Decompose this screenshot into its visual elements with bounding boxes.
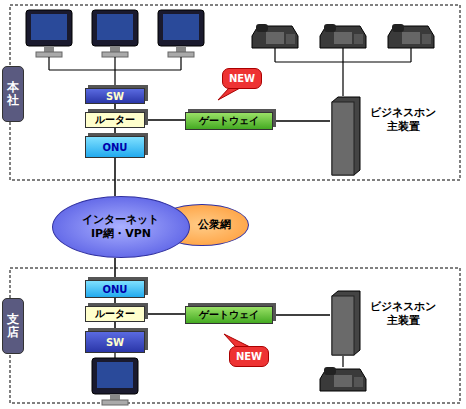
new-callout: NEW	[229, 346, 269, 367]
router-box: ルーター	[85, 112, 145, 128]
site-name: 支店	[7, 313, 19, 339]
network-cable	[276, 314, 330, 316]
new-callout: NEW	[222, 68, 262, 89]
switch-box: SW	[85, 88, 145, 104]
node-label: NEW	[229, 73, 255, 84]
router-box: ルーター	[85, 306, 145, 322]
pbx-name: ビジネスホン 主装置	[366, 106, 440, 135]
node-label: SW	[106, 91, 124, 102]
network-cloud: インターネット IP網・VPN	[52, 196, 190, 258]
pbx-tower	[330, 96, 362, 176]
network-cable	[114, 298, 116, 306]
head-office-region	[10, 5, 460, 180]
pbx-unit: ビジネスホン 主装置	[330, 96, 440, 176]
network-cable	[148, 313, 185, 315]
network-cable	[114, 104, 116, 112]
gateway-box: ゲートウェイ	[185, 306, 273, 324]
onu-box: ONU	[85, 280, 145, 298]
phone-icon	[252, 24, 434, 391]
pbx-name: ビジネスホン 主装置	[366, 300, 440, 329]
switch-box: SW	[85, 331, 145, 353]
site-label: 支店	[2, 298, 24, 354]
pbx-tower	[330, 290, 362, 356]
pbx-unit: ビジネスホン 主装置	[330, 290, 440, 356]
node-label: SW	[106, 337, 124, 348]
site-label: 本社	[2, 66, 24, 122]
node-label: NEW	[236, 351, 262, 362]
gateway-box: ゲートウェイ	[185, 112, 273, 130]
node-label: ONU	[103, 142, 128, 153]
onu-box: ONU	[85, 136, 145, 158]
node-label: ゲートウェイ	[199, 308, 259, 322]
network-cable	[148, 119, 185, 121]
node-label: ゲートウェイ	[199, 114, 259, 128]
network-cable	[114, 128, 116, 136]
node-label: ルーター	[95, 113, 135, 127]
network-cable	[276, 120, 330, 122]
site-name: 本社	[7, 81, 19, 107]
branch-region	[10, 268, 460, 403]
node-label: ルーター	[95, 307, 135, 321]
network-cable	[114, 322, 116, 331]
wire	[49, 48, 411, 367]
network-cable	[114, 158, 116, 196]
node-label: ONU	[103, 284, 128, 295]
network-cable	[114, 258, 116, 280]
node-label: インターネット IP網・VPN	[75, 213, 167, 241]
